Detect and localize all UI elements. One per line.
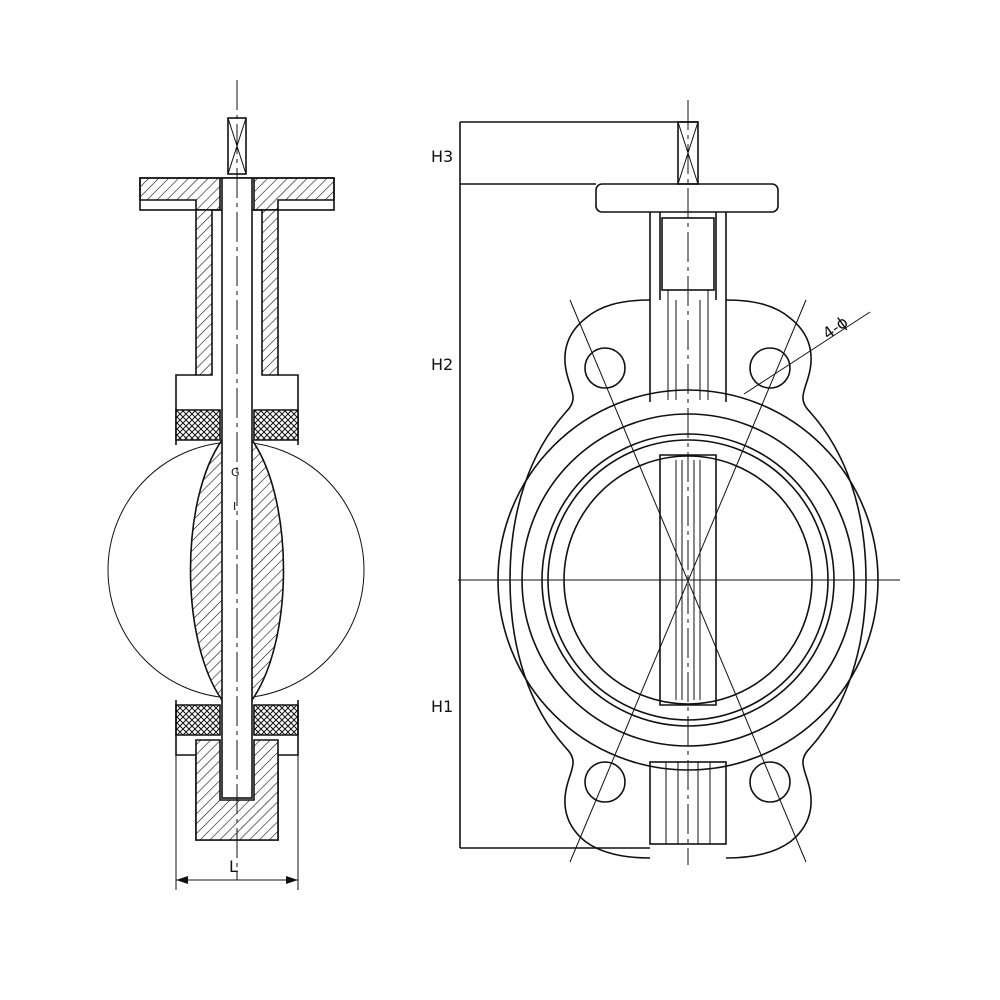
front-neck: [649, 212, 727, 402]
bolt-circle-diagonals: [569, 299, 807, 863]
dimension-h1-label: H1: [431, 697, 453, 716]
bolt-hole-bottom-left: [584, 761, 626, 803]
dimension-l: L: [175, 755, 299, 890]
bolt-hole-top-left: [584, 347, 626, 389]
dimension-l-label: L: [229, 857, 238, 876]
shaft-mark-g: G: [231, 466, 240, 479]
lower-seal-right: [253, 704, 299, 736]
top-flange-right: [253, 177, 335, 211]
front-top-flange: [595, 183, 779, 213]
shaft-mark-i: I: [233, 500, 236, 513]
upper-seal-right: [253, 409, 299, 441]
bottom-boss: [195, 739, 279, 841]
bolt-holes: [584, 347, 791, 803]
vertical-dimensions: H3 H2 H1: [431, 121, 698, 849]
bolt-hole-bottom-right: [749, 761, 791, 803]
dimension-h2-label: H2: [431, 355, 453, 374]
lower-seal-left: [175, 704, 221, 736]
bolt-hole-top-right: [749, 347, 791, 389]
dimension-h3-label: H3: [431, 147, 453, 166]
front-view: 4-ϕ H3 H2 H1: [431, 100, 900, 865]
neck-left-wall: [195, 209, 213, 376]
neck-right-wall: [261, 209, 279, 376]
bolt-hole-callout-label: 4-ϕ: [819, 312, 852, 343]
side-section-view: G I L: [107, 80, 365, 890]
upper-seal-left: [175, 409, 221, 441]
top-flange: [139, 177, 221, 211]
